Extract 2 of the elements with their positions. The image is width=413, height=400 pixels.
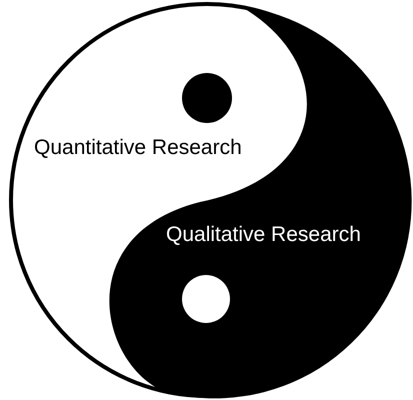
research-label: Quantitative Research: [34, 136, 242, 160]
research-label: Qualitative Research: [166, 223, 361, 247]
